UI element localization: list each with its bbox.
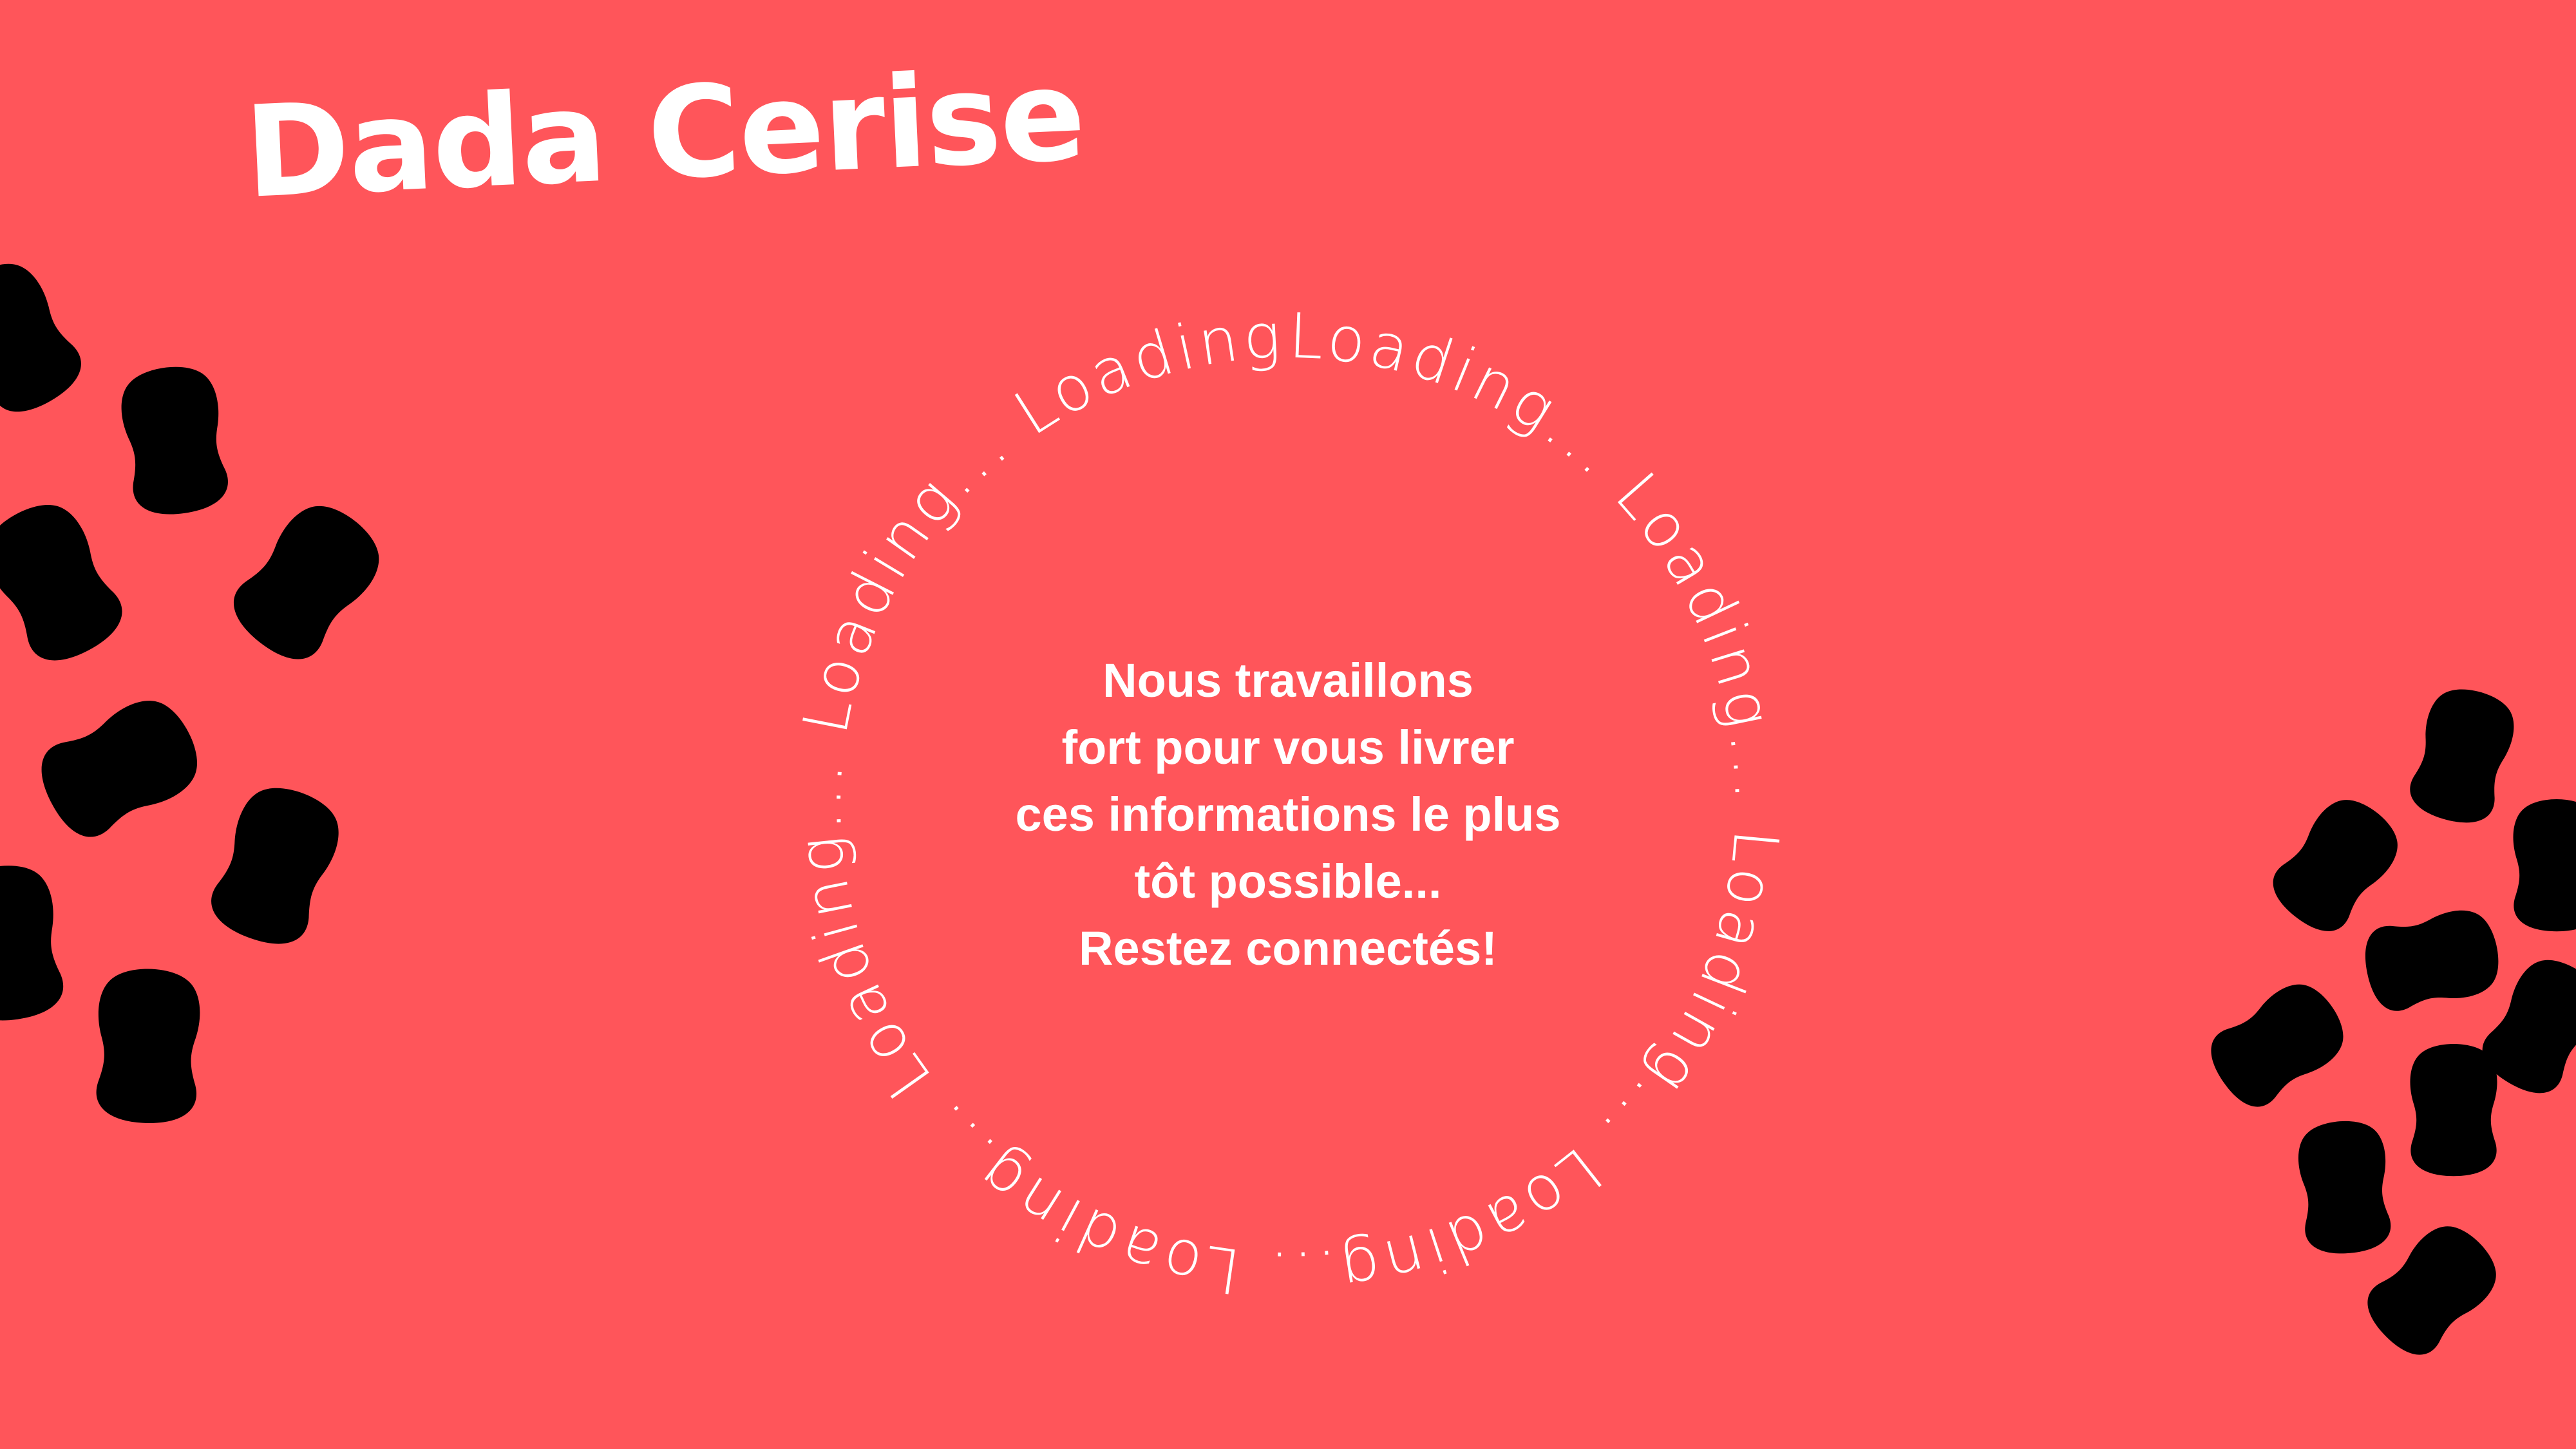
status-message-line: tôt possible... [1134,855,1442,908]
status-message: Nous travaillons fort pour vous livrer c… [902,647,1674,982]
can-pull-tab-icon [220,489,395,674]
can-pull-tab-icon [2358,904,2506,1017]
can-pull-tab-icon [0,490,134,674]
can-pull-tab-icon [2261,786,2412,944]
can-pull-tab-icon [202,775,350,956]
status-message-line: fort pour vous livrer [1061,721,1515,774]
can-pull-tab-icon [94,967,202,1125]
can-pull-tab-icon [116,361,232,520]
can-pull-tab-icon [0,859,68,1027]
can-pull-tab-icon [0,249,93,425]
status-message-line: Nous travaillons [1103,654,1473,707]
can-pull-tab-icon [2410,1044,2497,1177]
right-tab-cluster [2199,680,2576,1367]
status-message-line: Restez connectés! [1079,922,1497,975]
status-message-line: ces informations le plus [1015,788,1561,841]
left-tab-cluster [0,249,395,1125]
can-pull-tab-icon [28,687,212,849]
can-pull-tab-icon [2295,1117,2394,1257]
can-pull-tab-icon [2403,680,2522,831]
can-pull-tab-icon [2199,971,2357,1119]
can-pull-tab-icon [2513,799,2576,932]
